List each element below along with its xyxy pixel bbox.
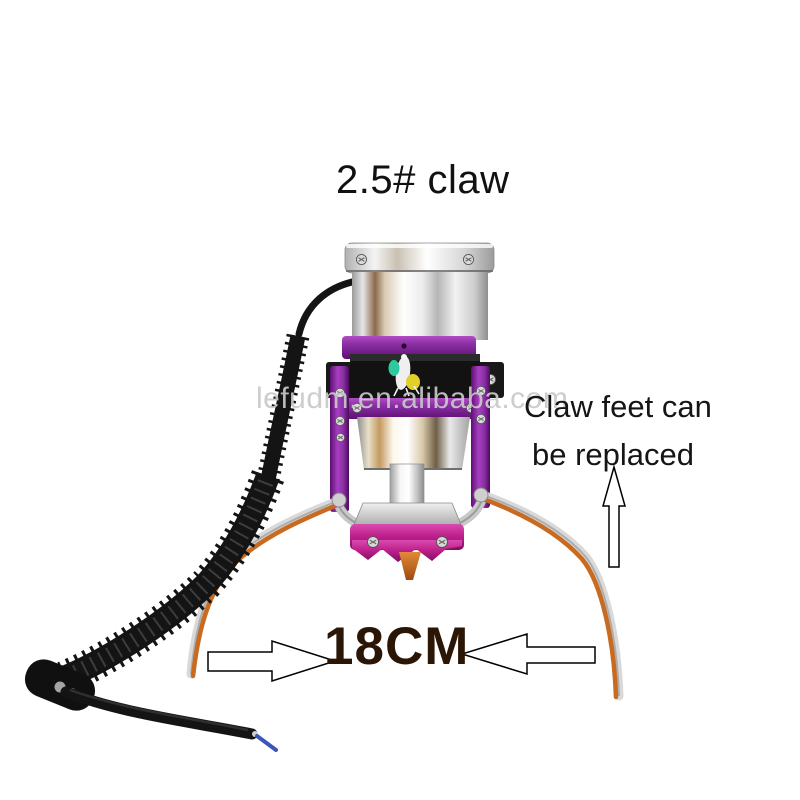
coiled-cable-lower <box>57 470 284 694</box>
right-claw-leg <box>473 487 624 701</box>
arrow-left-icon <box>459 632 596 676</box>
blue-wire-tip <box>255 734 278 752</box>
annotation-note: Claw feet can be replaced <box>524 383 712 479</box>
annotation-line2: be replaced <box>532 437 695 472</box>
annotation-line1: Claw feet can <box>524 389 712 424</box>
claw-hub <box>350 502 464 580</box>
coiled-cable-upper <box>256 278 356 483</box>
right-support-rail <box>471 366 490 508</box>
power-wire <box>60 686 278 752</box>
motor-cylinder <box>352 272 488 340</box>
purple-lower-band <box>345 398 483 419</box>
arrow-up-icon <box>602 464 626 568</box>
dimension-label: 18CM <box>324 617 470 676</box>
purple-clamp-band <box>342 336 476 359</box>
center-spike <box>399 552 421 580</box>
watermark-text: lefudm.en.alibaba.com <box>256 382 569 415</box>
arrow-right-icon <box>207 639 338 683</box>
chrome-bell-housing <box>357 417 470 470</box>
motor-top-cap <box>344 242 495 274</box>
left-support-rail <box>330 366 349 512</box>
brand-logo-sticker <box>388 354 420 397</box>
product-title: 2.5# claw <box>336 158 510 202</box>
